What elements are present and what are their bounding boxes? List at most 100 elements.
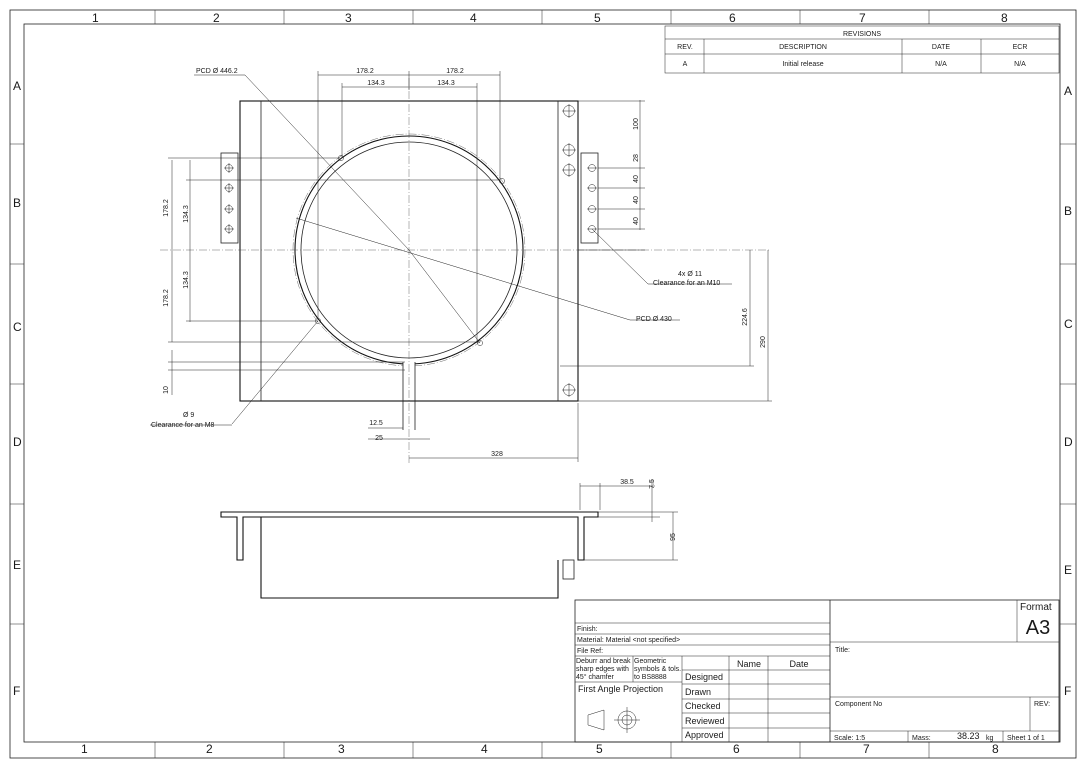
tb-role-designed: Designed (685, 672, 723, 682)
zone-row-right-f: F (1064, 684, 1071, 698)
dimension-lines (168, 71, 772, 462)
dim-right-28: 28 (633, 154, 640, 162)
zone-col-bottom-5: 5 (596, 742, 603, 756)
tb-title-label: Title: (835, 647, 850, 654)
tb-mass-label: Mass: (912, 735, 931, 742)
first-angle-projection-icon (587, 707, 640, 733)
dim-left-178-upper: 178.2 (163, 199, 170, 217)
zone-row-left-f: F (13, 684, 20, 698)
rev-header-rev: REV. (677, 44, 693, 51)
tb-rev-label: REV: (1034, 701, 1050, 708)
note-pcd-430: PCD Ø 430 (636, 316, 672, 323)
rev-row-description: Initial release (782, 61, 823, 68)
note-pcd-446: PCD Ø 446.2 (196, 68, 238, 75)
zone-col-top-1: 1 (92, 11, 99, 25)
revisions-table: REVISIONS REV. DESCRIPTION DATE ECR A In… (664, 25, 1060, 74)
zone-col-bottom-1: 1 (81, 742, 88, 756)
rev-header-description: DESCRIPTION (779, 44, 827, 51)
note-holes-9-dia: Ø 9 (183, 412, 194, 419)
zone-row-left-a: A (13, 79, 21, 93)
zone-col-top-5: 5 (594, 11, 601, 25)
dim-side-95: 95 (670, 533, 677, 541)
zone-col-top-7: 7 (859, 11, 866, 25)
zone-col-top-6: 6 (729, 11, 736, 25)
dim-bottom-25: 25 (375, 435, 383, 442)
dim-left-10: 10 (163, 386, 170, 394)
zone-col-bottom-6: 6 (733, 742, 740, 756)
dim-top-178-left: 178.2 (356, 68, 374, 75)
tb-sheet: Sheet 1 of 1 (1007, 735, 1045, 742)
zone-row-right-c: C (1064, 317, 1073, 331)
zone-row-left-b: B (13, 196, 21, 210)
tb-mass-value: 38.23 (957, 731, 980, 741)
tb-file-ref: File Ref: (577, 648, 603, 655)
tb-projection: First Angle Projection (578, 684, 663, 694)
zone-col-bottom-4: 4 (481, 742, 488, 756)
dim-right-290: 290 (760, 336, 767, 348)
zone-col-top-4: 4 (470, 11, 477, 25)
dim-left-178-lower: 178.2 (163, 289, 170, 307)
revisions-title: REVISIONS (843, 31, 881, 38)
tb-role-approved: Approved (685, 730, 724, 740)
tb-component-label: Component No (835, 701, 882, 708)
rev-header-date: DATE (932, 44, 950, 51)
dim-right-40c: 40 (633, 217, 640, 225)
zone-col-bottom-8: 8 (992, 742, 999, 756)
zone-col-top-2: 2 (213, 11, 220, 25)
zone-col-bottom-3: 3 (338, 742, 345, 756)
note-holes-9-desc: Clearance for an M8 (151, 422, 215, 429)
dim-bottom-328: 328 (491, 451, 503, 458)
outer-border (9, 9, 1077, 759)
tb-role-checked: Checked (685, 701, 721, 711)
tb-geometric-3: to BS8888 (634, 674, 667, 681)
tb-material: Material: Material <not specified> (577, 637, 680, 644)
dim-left-134-upper: 134.3 (183, 205, 190, 223)
tb-mass-unit: kg (986, 735, 994, 742)
note-holes-11-desc: Clearance for an M10 (653, 280, 720, 287)
dim-bottom-12: 12.5 (369, 420, 383, 427)
zone-row-left-e: E (13, 558, 21, 572)
zone-col-top-3: 3 (345, 11, 352, 25)
zone-col-bottom-7: 7 (863, 742, 870, 756)
tb-col-name: Name (737, 659, 761, 669)
dim-left-134-lower: 134.3 (183, 271, 190, 289)
tb-role-drawn: Drawn (685, 687, 711, 697)
dim-right-224: 224.6 (742, 308, 749, 326)
tb-format-value: A3 (1026, 617, 1050, 639)
tb-geometric-1: Geometric (634, 658, 667, 665)
zone-col-bottom-2: 2 (206, 742, 213, 756)
rev-header-ecr: ECR (1013, 44, 1028, 51)
rev-row-ecr: N/A (1014, 61, 1026, 68)
note-holes-11-qty: 4x Ø 11 (678, 271, 702, 278)
rev-row-rev: A (683, 61, 688, 68)
tb-scale: Scale: 1:5 (834, 735, 865, 742)
zone-row-right-d: D (1064, 435, 1073, 449)
dim-top-178-right: 178.2 (446, 68, 464, 75)
zone-ticks (10, 10, 1076, 758)
plan-view (150, 74, 770, 465)
zone-row-right-e: E (1064, 563, 1072, 577)
dim-right-40a: 40 (633, 175, 640, 183)
tb-deburr-2: sharp edges with (576, 666, 629, 673)
tb-format-label: Format (1020, 602, 1052, 613)
dim-top-134-left: 134.3 (367, 80, 385, 87)
zone-col-top-8: 8 (1001, 11, 1008, 25)
title-block: Finish: Material: Material <not specifie… (574, 599, 1060, 743)
zone-row-left-d: D (13, 435, 22, 449)
zone-row-right-b: B (1064, 204, 1072, 218)
dim-top-134-right: 134.3 (437, 80, 455, 87)
side-view: 38.5 7.5 95 (220, 479, 678, 599)
tb-geometric-2: symbols & tols. (634, 666, 681, 673)
dim-side-7: 7.5 (649, 479, 656, 489)
tb-deburr-1: Deburr and break (576, 658, 631, 665)
tb-role-reviewed: Reviewed (685, 716, 725, 726)
rev-row-date: N/A (935, 61, 947, 68)
tb-deburr-3: 45° chamfer (576, 673, 614, 681)
right-flange (580, 152, 599, 244)
dim-right-40b: 40 (633, 196, 640, 204)
zone-row-right-a: A (1064, 84, 1072, 98)
tb-col-date: Date (789, 659, 808, 669)
left-flange (220, 152, 239, 244)
inner-border (23, 23, 1061, 743)
zone-row-left-c: C (13, 320, 22, 334)
